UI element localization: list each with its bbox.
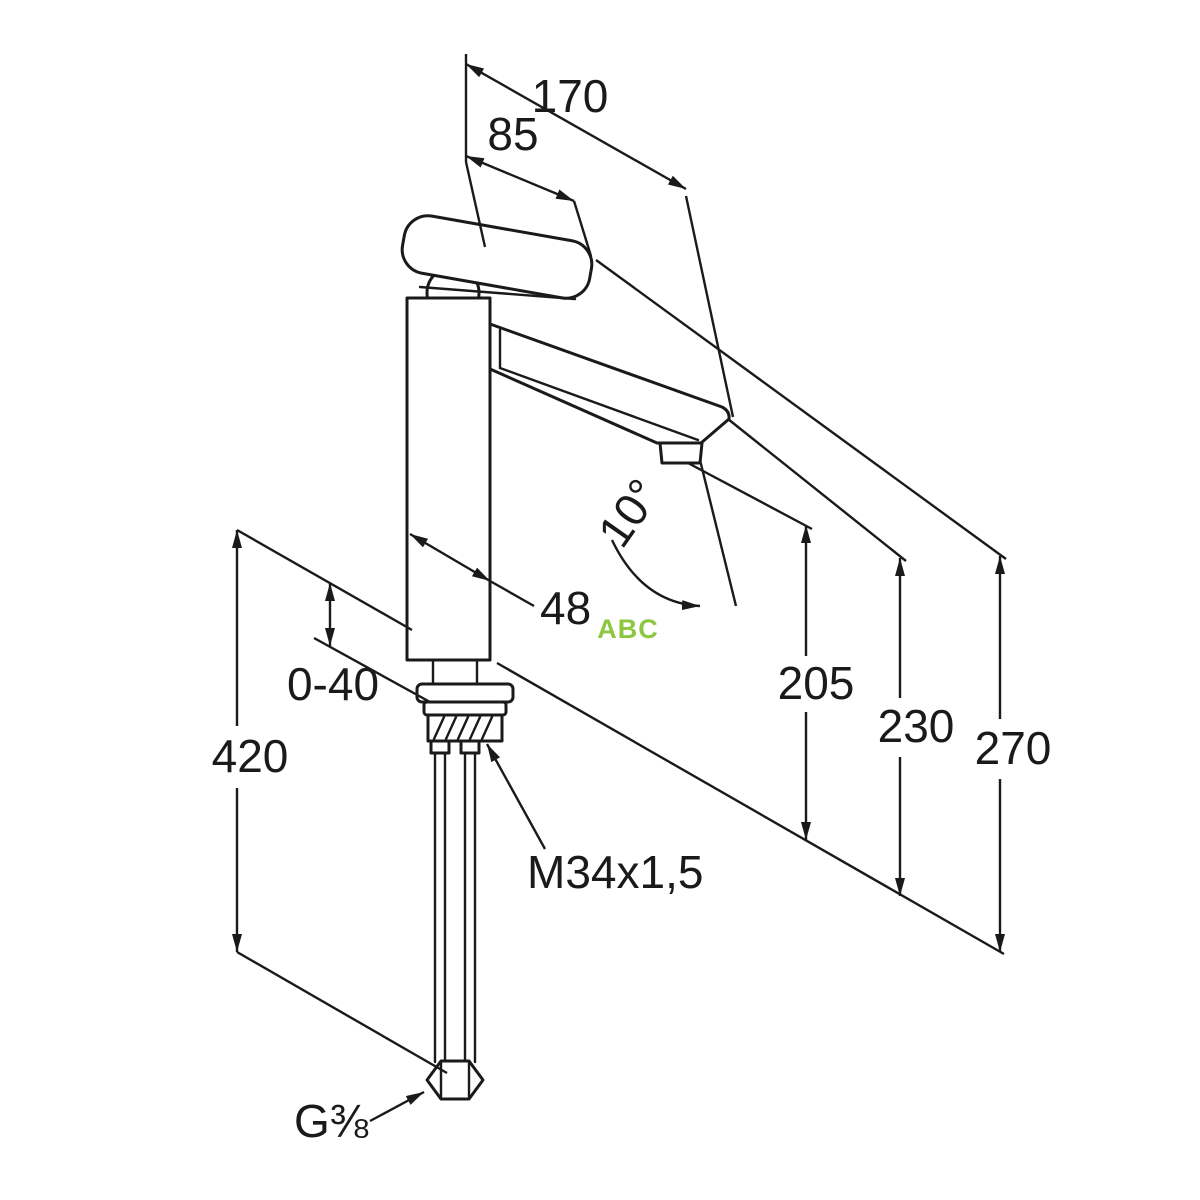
mounting-assembly [415,658,515,755]
hose-fitting-right [459,739,481,755]
faucet-body-column [405,296,492,662]
mounting-washer [415,682,515,704]
dim-label-170: 170 [532,70,609,122]
dimension-0-40: 0-40 [287,583,431,710]
thread-spec-label: M34x1,5 [527,846,703,898]
dim-label-48: 48 [540,582,591,634]
dim-label-85: 85 [487,108,538,160]
spout-arm [488,322,731,445]
hose-fitting-left [429,739,451,755]
dim-label-10deg: 10° [588,469,670,556]
mounting-seal [422,700,508,717]
dimension-420: 420 [212,528,448,1075]
dim-label-230: 230 [878,700,955,752]
connection-spec-label: G⅜ [294,1095,369,1147]
handle-face-line [418,285,577,301]
dim-label-420: 420 [212,730,289,782]
dimension-85: 85 [465,108,593,257]
faucet-outline [400,214,731,1101]
supply-hoses [433,751,477,1064]
dimension-205: 205 [687,461,855,840]
watermark-text: ABC [597,614,659,644]
lever-handle [400,214,594,300]
dimension-angle-10: 10° [588,459,738,611]
dim-label-205: 205 [778,657,855,709]
dimension-230: 230 [727,418,955,896]
dimension-48: 48 [409,532,591,634]
dim-label-0-40: 0-40 [287,658,379,710]
connection-callout: G⅜ [294,1090,425,1147]
dimension-270: 270 [595,259,1052,952]
thread-hatching [432,715,494,741]
dim-label-270: 270 [975,722,1052,774]
spout-underside-line [498,366,700,442]
aerator [658,441,704,465]
thread-callout: M34x1,5 [485,743,703,898]
base-reference-line [496,661,1005,956]
